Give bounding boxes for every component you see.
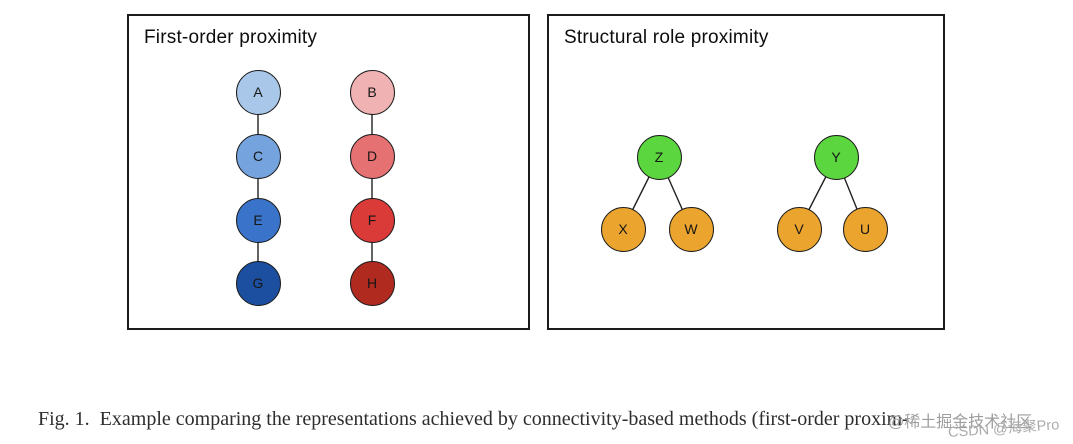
node-A: A bbox=[235, 69, 281, 115]
node-V: V bbox=[776, 206, 822, 252]
panel-first-order-proximity: First-order proximity A C E G B D F H bbox=[127, 14, 530, 330]
watermark-juejin: @稀土掘金技术社区 bbox=[888, 414, 1033, 431]
node-W: W bbox=[668, 206, 714, 252]
node-B: B bbox=[349, 69, 395, 115]
panel-title-first-order: First-order proximity bbox=[144, 27, 318, 48]
node-D: D bbox=[349, 133, 395, 179]
node-F: F bbox=[349, 197, 395, 243]
node-H: H bbox=[349, 260, 395, 306]
node-U: U bbox=[842, 206, 888, 252]
panel-structural-role-proximity: Structural role proximity Z X W Y V U bbox=[547, 14, 945, 330]
figure-caption: Fig. 1. Example comparing the representa… bbox=[38, 349, 909, 444]
node-G: G bbox=[235, 260, 281, 306]
caption-line-1: Fig. 1. Example comparing the representa… bbox=[38, 408, 909, 430]
node-X: X bbox=[600, 206, 646, 252]
node-Z: Z bbox=[636, 134, 682, 180]
edges-layer-right bbox=[622, 156, 866, 230]
node-Y: Y bbox=[813, 134, 859, 180]
node-E: E bbox=[235, 197, 281, 243]
node-C: C bbox=[235, 133, 281, 179]
edges-layer-left bbox=[257, 92, 373, 283]
panel-title-structural-role: Structural role proximity bbox=[564, 27, 769, 48]
